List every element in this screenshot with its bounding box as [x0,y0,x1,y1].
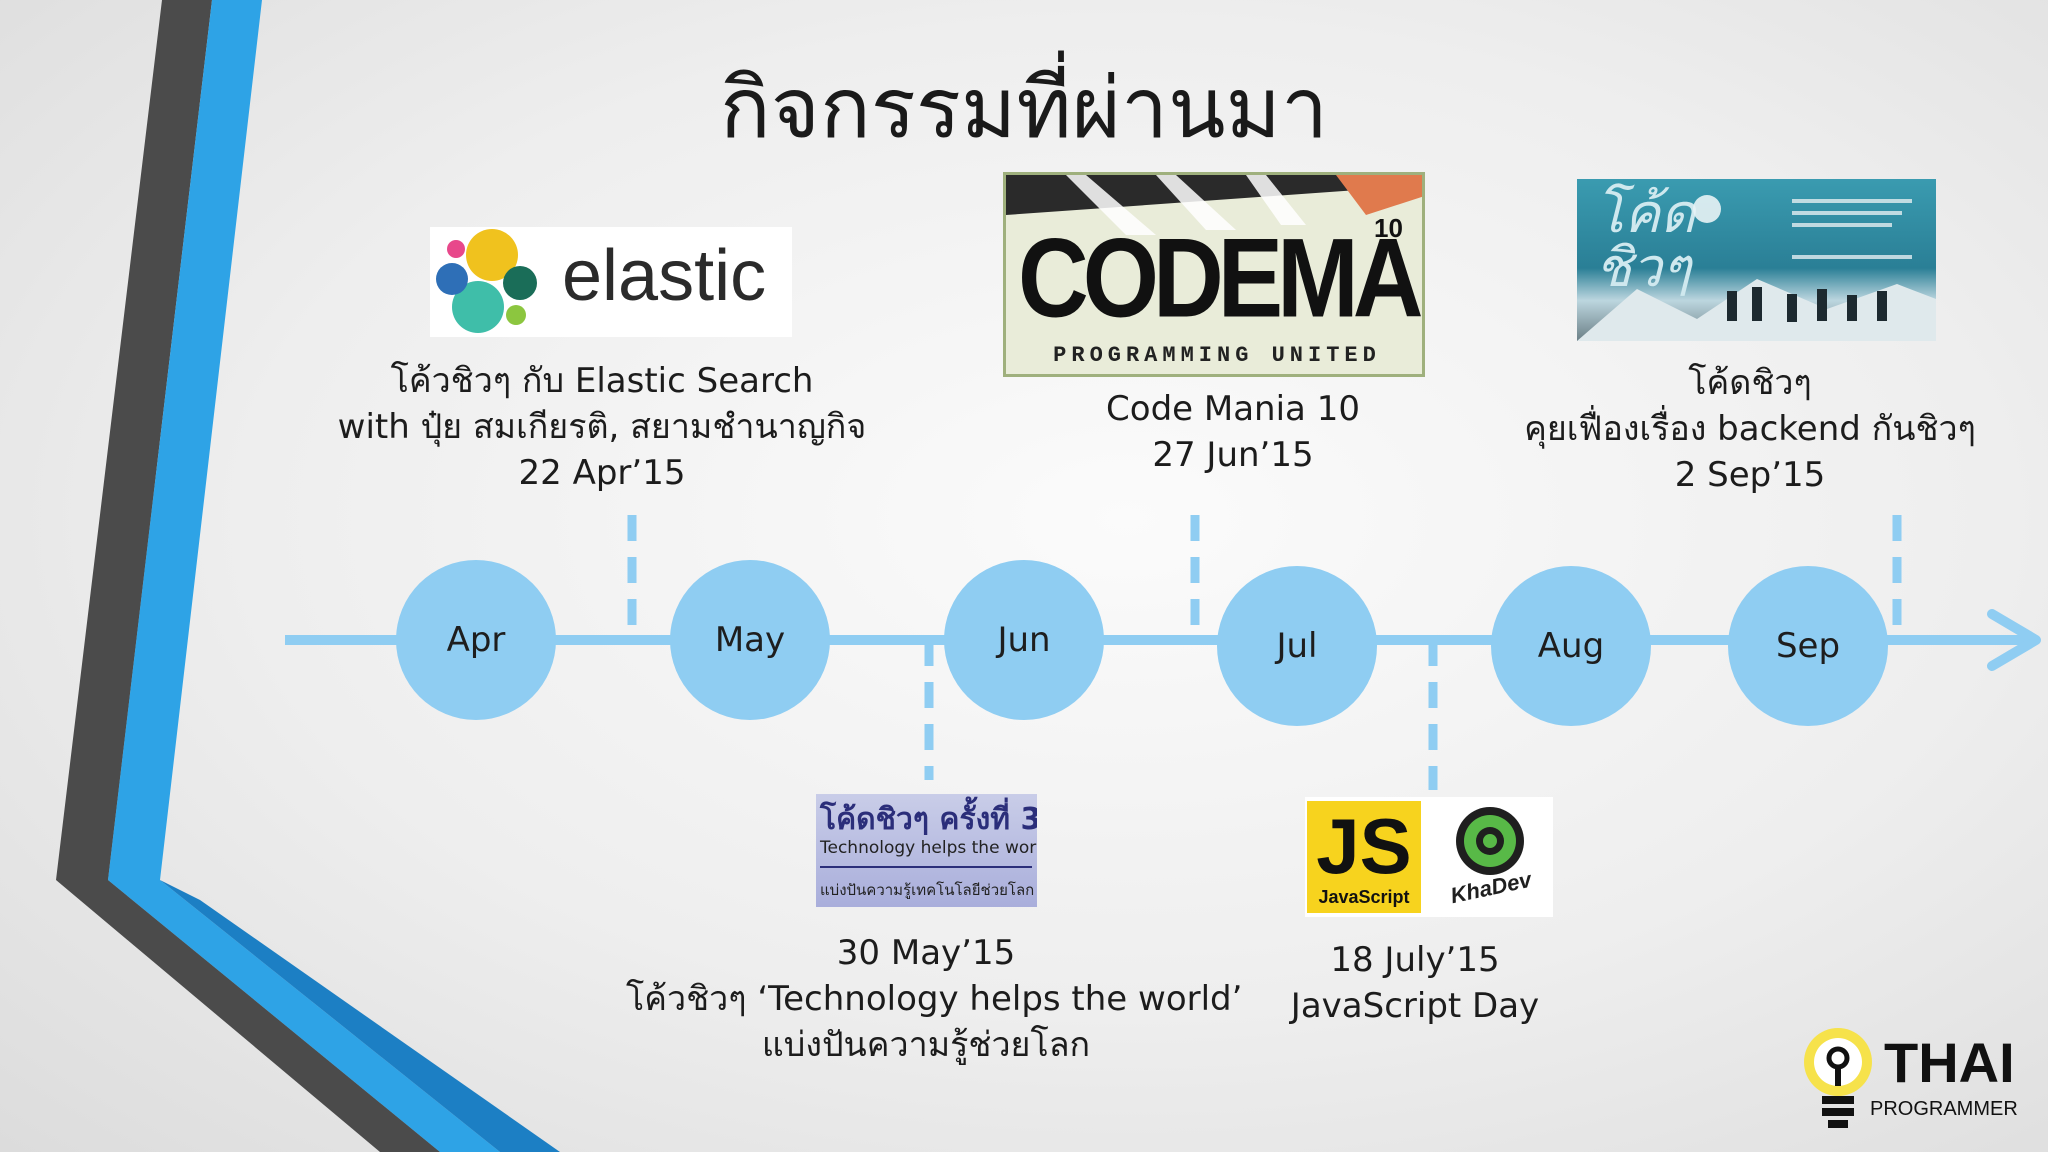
month-label: May [714,620,786,660]
caption-line: โค้ดชิวๆ [1688,363,1812,403]
event-connectors [627,515,1902,790]
elastic-logo-text: elastic [562,236,767,316]
js-logo: JS JavaScript [1307,801,1421,913]
js-logo-subtitle: JavaScript [1318,887,1410,907]
khadev-icon [1456,807,1524,875]
caption-line: 30 May’15 [836,933,1016,973]
caption-line: คุยเฟื่องเรื่อง backend กันชิวๆ [1524,409,1976,449]
month-circle-may: May [670,560,830,720]
codemania-logo-text: CODEMANIA [1018,214,1422,341]
month-circle-jun: Jun [944,560,1104,720]
event-caption-elastic: โค้วชิวๆ กับ Elastic Search with ปุ๋ย สม… [302,358,902,496]
mountain-people-icon [1577,195,1936,341]
brand-subtitle: PROGRAMMER [1870,1098,2018,1120]
codemania-logo: CODEMANIA 10 PROGRAMMING UNITED [1003,172,1425,377]
caption-line: 18 July’15 [1330,940,1500,980]
event-caption-codemania: Code Mania 10 27 Jun’15 [1033,386,1433,478]
month-label: Sep [1775,626,1841,666]
month-label: Apr [446,620,506,660]
month-circle-jul: Jul [1217,566,1377,726]
banner-divider [820,866,1032,868]
brand-name: THAI [1884,1031,2015,1094]
technology-banner-title: โค้ดชิวๆ ครั้งที่ 3 [820,802,1037,837]
month-circle-sep: Sep [1728,566,1888,726]
caption-line: 27 Jun’15 [1152,435,1314,475]
js-logo-text: JS [1316,802,1412,890]
month-circle-aug: Aug [1491,566,1651,726]
binary-stripes-icon [1006,175,1422,235]
javascript-khadev-logos: JS JavaScript KhaDev [1305,797,1553,917]
caption-line: โค้วชิวๆ ‘Technology helps the world’ [626,979,1243,1019]
codechiw-poster-title: โค้ด ชิวๆ [1595,182,1696,299]
codemania-subtitle: PROGRAMMING UNITED [1053,343,1381,368]
elastic-mark-icon [436,229,537,333]
caption-line: โค้วชิวๆ กับ Elastic Search [390,361,814,401]
month-label: Aug [1537,626,1605,666]
technology-banner: โค้ดชิวๆ ครั้งที่ 3 Technology helps the… [816,794,1037,907]
event-caption-codechiw-sep: โค้ดชิวๆ คุยเฟื่องเรื่อง backend กันชิวๆ… [1510,360,1990,498]
lightbulb-icon [1804,1028,1872,1128]
caption-line: 22 Apr’15 [518,453,686,493]
event-caption-technology: 30 May’15 โค้วชิวๆ ‘Technology helps the… [626,930,1243,1068]
elastic-logo: elastic [430,227,792,337]
codemania-number: 10 [1374,213,1403,243]
caption-line: 2 Sep’15 [1674,455,1826,495]
month-label: Jun [997,620,1051,660]
event-caption-javascript: 18 July’15 JavaScript Day [1230,937,1600,1029]
thai-programmer-logo: THAI PROGRAMMER [1800,1022,2020,1132]
caption-line: แบ่งปันความรู้ช่วยโลก [761,1025,1091,1065]
caption-line: with ปุ๋ย สมเกียรติ, สยามชำนาญกิจ [337,407,867,447]
caption-line: JavaScript Day [1290,986,1540,1026]
month-label: Jul [1276,626,1318,666]
caption-line: Code Mania 10 [1106,389,1360,429]
codechiw-sep-poster: โค้ด ชิวๆ [1577,179,1936,341]
technology-banner-thai: แบ่งปันความรู้เทคโนโลยีช่วยโลก [820,881,1035,899]
page-title: กิจกรรมที่ผ่านมา [719,59,1329,157]
month-circle-apr: Apr [396,560,556,720]
technology-banner-subtitle: Technology helps the world [820,838,1037,858]
